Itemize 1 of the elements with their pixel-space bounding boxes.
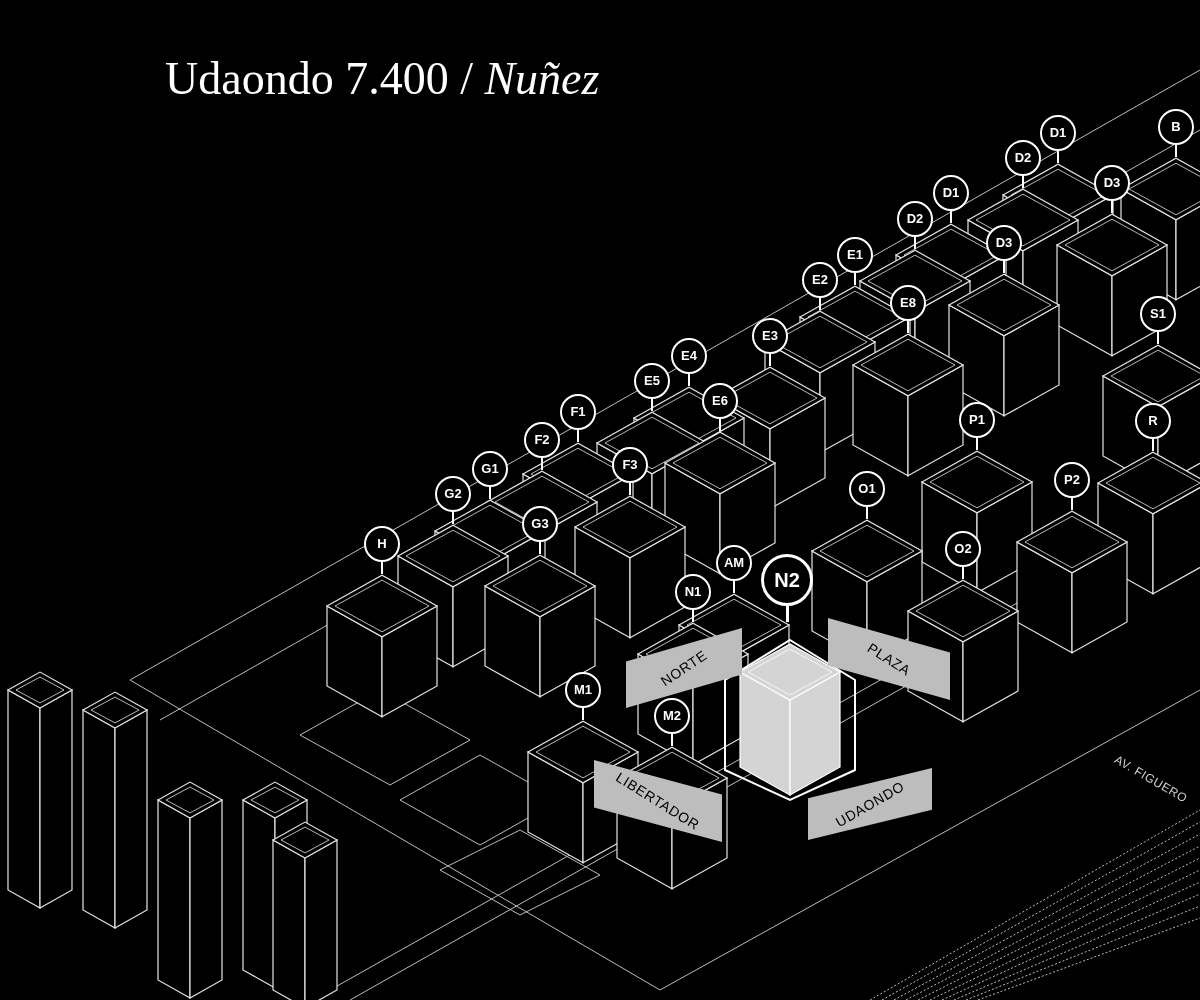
title: Udaondo 7.400 / Nuñez (165, 52, 600, 106)
